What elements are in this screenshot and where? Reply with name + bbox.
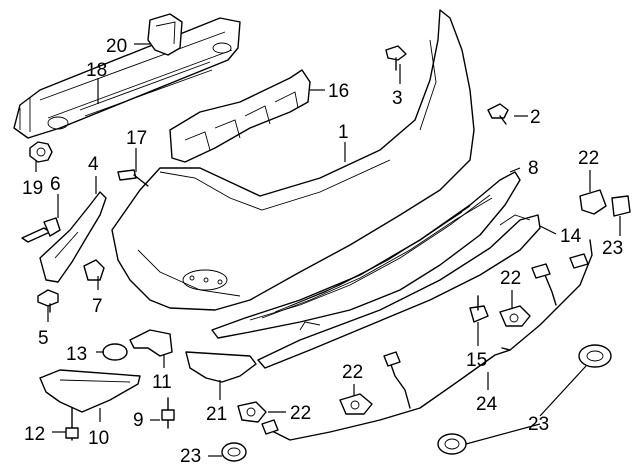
retainer-23-bottom	[221, 442, 247, 462]
callout-11: 11	[152, 372, 172, 393]
callout-8: 8	[528, 158, 539, 179]
clip-13	[102, 343, 128, 361]
sensor-22-top-right	[579, 189, 607, 215]
callout-20: 20	[106, 36, 127, 57]
nut-19	[29, 141, 53, 163]
lower-valance	[211, 171, 521, 339]
retainer-23-top-right	[611, 195, 631, 217]
reflector-10	[39, 369, 141, 413]
callout-2: 2	[530, 107, 541, 128]
sensor-22-bottom	[237, 401, 267, 423]
callout-3: 3	[392, 88, 403, 109]
bolt-5	[37, 289, 59, 313]
bracket-20	[147, 13, 183, 56]
energy-absorber	[169, 69, 311, 163]
callout-23-right: 23	[528, 414, 549, 435]
callout-5: 5	[38, 328, 49, 349]
reinforcement-bar	[13, 17, 241, 139]
sensor-22-low	[339, 393, 373, 415]
callout-19: 19	[22, 178, 43, 199]
callout-14: 14	[560, 226, 582, 247]
callout-labels: 1 2 3 4 5 6 7 8 9 10 11 12 13 14 15 16 1…	[22, 36, 623, 467]
callout-21: 21	[206, 404, 227, 425]
side-bracket	[39, 191, 107, 283]
sensor-22-mid	[499, 305, 531, 327]
wiring-harness	[261, 239, 593, 441]
callout-22-bottom: 22	[290, 403, 311, 424]
callout-9: 9	[133, 410, 144, 431]
callout-22-mid: 22	[500, 268, 521, 289]
callout-10: 10	[88, 428, 109, 449]
retainer-23-right	[578, 344, 612, 368]
callout-23-top-right: 23	[602, 238, 623, 259]
callout-6: 6	[50, 174, 61, 195]
callout-4: 4	[88, 154, 99, 175]
callout-23-bottom: 23	[180, 446, 201, 467]
callout-13: 13	[66, 344, 87, 365]
bumper-cover	[111, 9, 475, 311]
lower-bracket	[257, 214, 541, 369]
reflector-21	[185, 351, 257, 383]
pin-17	[117, 169, 149, 187]
callout-16: 16	[328, 81, 349, 102]
callout-18: 18	[86, 60, 107, 81]
fastener-12	[65, 407, 79, 441]
callout-1: 1	[338, 122, 349, 143]
screw-6	[21, 217, 61, 243]
bolt-2	[487, 103, 509, 125]
callout-22-low: 22	[342, 362, 363, 383]
fastener-9	[161, 397, 175, 429]
callout-22-top-right: 22	[578, 148, 599, 169]
clip-15	[469, 295, 489, 323]
callout-12: 12	[24, 424, 45, 445]
bolt-3	[385, 45, 407, 71]
callout-7: 7	[92, 296, 103, 317]
bracket-11	[129, 329, 173, 357]
callout-17: 17	[126, 128, 147, 149]
clip-7	[83, 259, 105, 281]
callout-15: 15	[466, 350, 487, 371]
retainer-23-bottom-right	[437, 433, 467, 455]
leader-lines	[35, 43, 621, 457]
callout-24: 24	[476, 394, 498, 415]
